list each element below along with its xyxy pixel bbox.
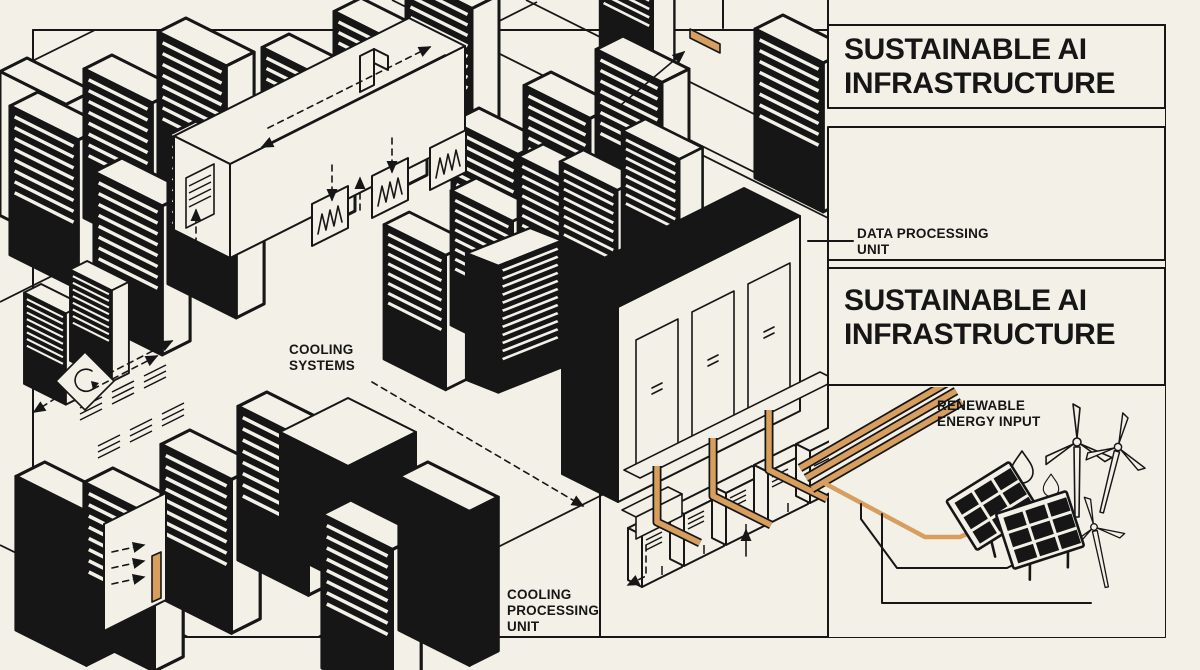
power-cables — [652, 410, 830, 548]
label-dpu-line2: UNIT — [857, 242, 890, 257]
airflow-arrows-left — [32, 340, 174, 413]
label-cpu-line2: PROCESSING — [507, 603, 600, 618]
label-cpu-line1: COOLING — [507, 587, 572, 602]
secondary-title: SUSTAINABLE AI INFRASTRUCTURE — [844, 284, 1166, 352]
data-processing-unit-rack — [561, 187, 801, 503]
label-cs-line2: SYSTEMS — [289, 358, 355, 373]
label-rei-line2: ENERGY INPUT — [937, 414, 1041, 429]
label-renewable-energy-input: RENEWABLE ENERGY INPUT — [937, 398, 1040, 430]
cable-bundle — [797, 387, 965, 493]
legend-column — [807, 24, 1166, 637]
primary-title: SUSTAINABLE AI INFRASTRUCTURE — [844, 33, 1166, 101]
server-rack-cluster-bottom-left — [14, 390, 500, 670]
recycle-arrow-icon — [55, 351, 115, 411]
label-dpu-line1: DATA PROCESSING — [857, 226, 989, 241]
primary-title-line2: INFRASTRUCTURE — [844, 67, 1116, 100]
renewable-energy-area — [797, 387, 1158, 604]
flow-arrow-to-cooling-processing — [371, 381, 585, 507]
heat-reuse-conveyor — [22, 259, 185, 459]
cable-tag-top — [621, 28, 721, 105]
label-rei-line1: RENEWABLE — [937, 398, 1026, 413]
label-cooling-systems: COOLING SYSTEMS — [289, 342, 355, 374]
label-cpu-line3: UNIT — [507, 619, 540, 634]
label-data-processing-unit: DATA PROCESSING UNIT — [857, 226, 989, 258]
primary-title-line1: SUSTAINABLE AI — [844, 33, 1087, 66]
label-cooling-processing-unit: COOLING PROCESSING UNIT — [507, 587, 599, 635]
airflow-arrows — [190, 46, 446, 245]
intake-panel — [103, 492, 167, 632]
cooling-unit — [173, 17, 467, 259]
secondary-title-line2: INFRASTRUCTURE — [844, 318, 1116, 351]
label-cs-line1: COOLING — [289, 342, 354, 357]
secondary-title-line1: SUSTAINABLE AI — [844, 284, 1087, 317]
